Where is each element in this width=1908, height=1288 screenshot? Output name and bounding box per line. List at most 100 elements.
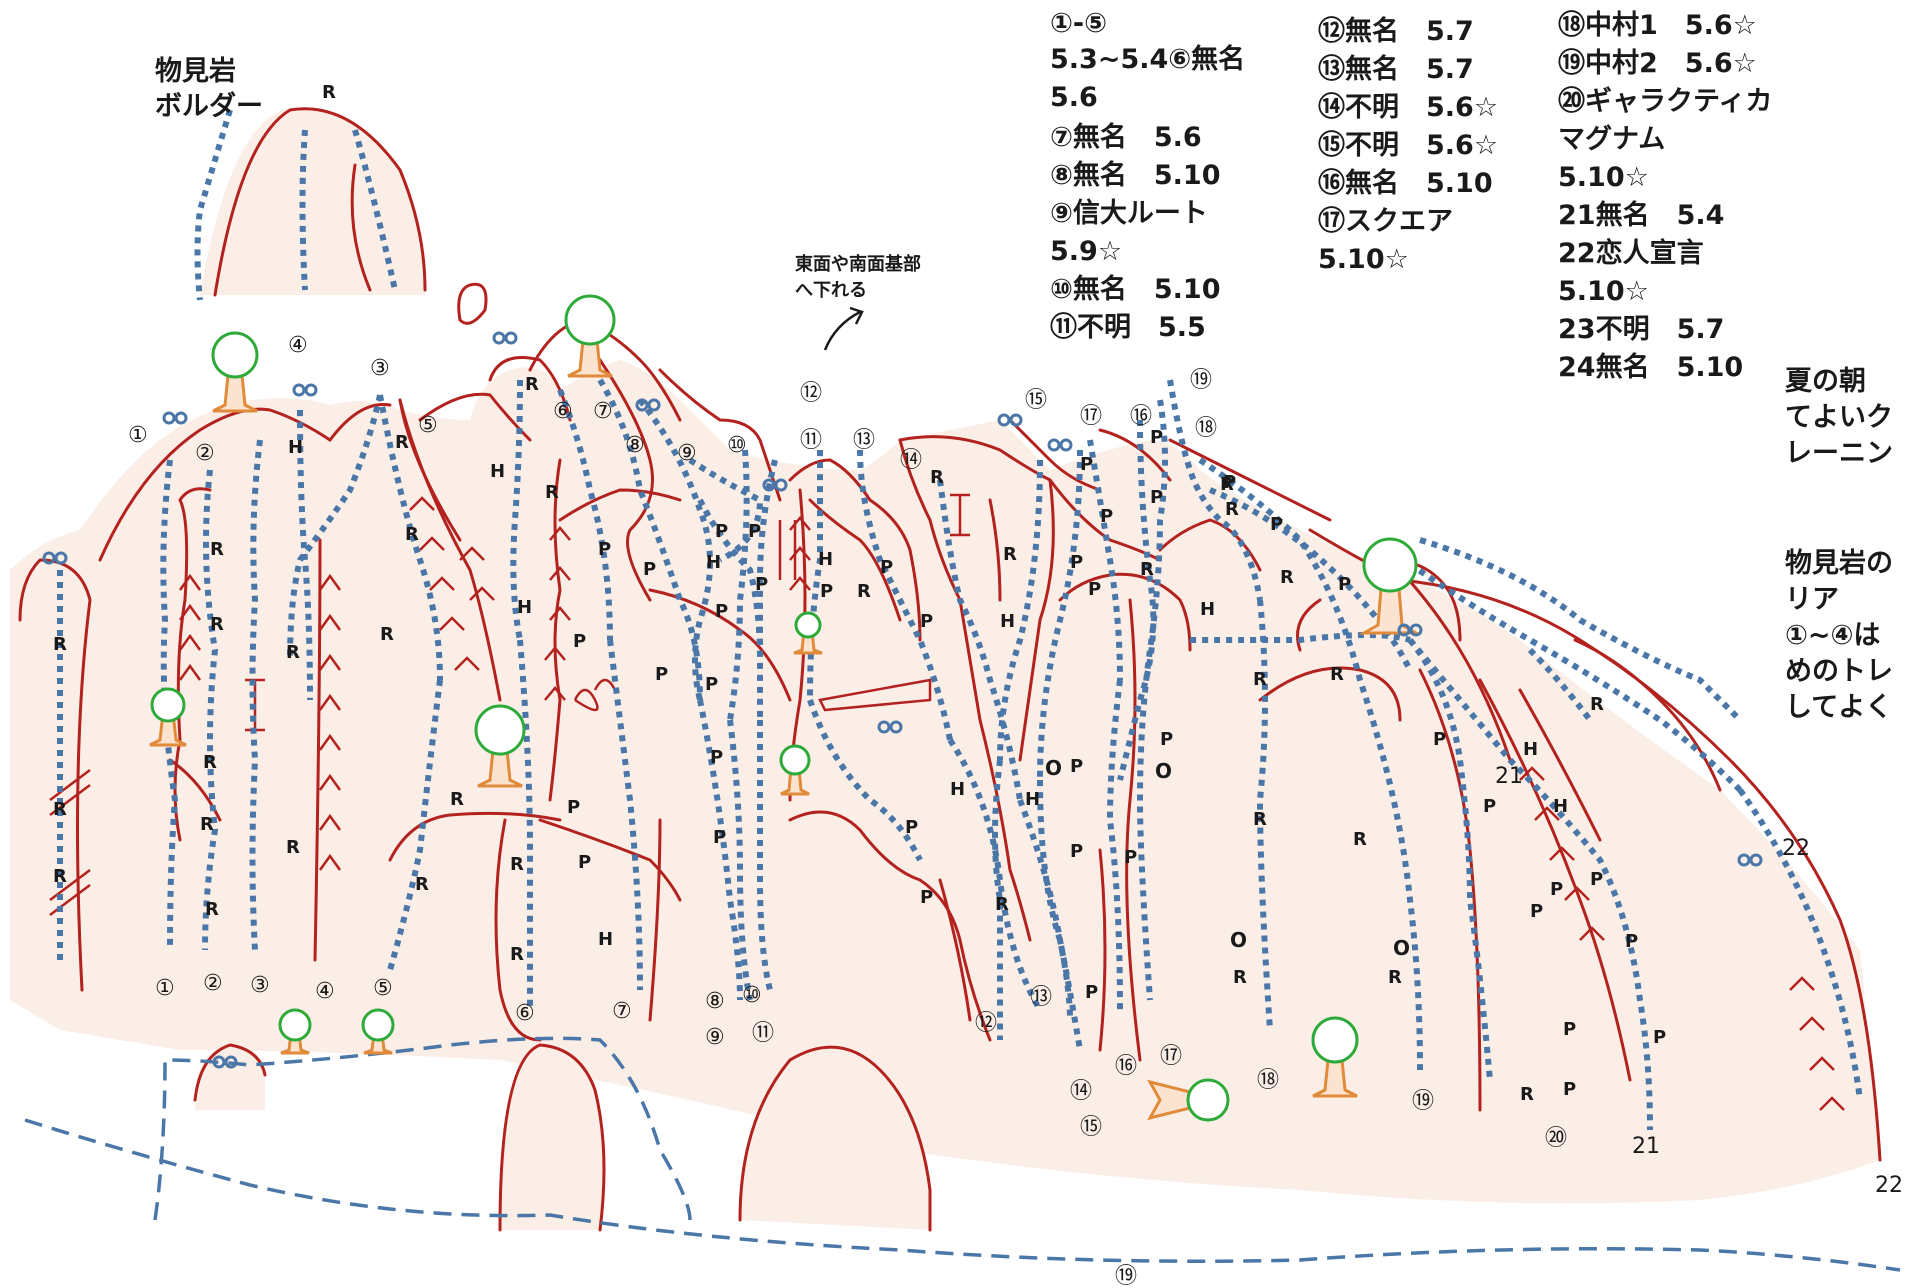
legend-line: ⑫無名 5.7 [1318, 15, 1474, 47]
route-number: ③ [370, 356, 390, 381]
legend-line: マグナム [1558, 123, 1665, 155]
anchor-icon [1047, 438, 1073, 452]
cracks [49, 493, 1845, 1111]
mark-h: H [1000, 611, 1015, 632]
legend-line: ⑦無名 5.6 [1050, 121, 1202, 153]
side-note-line: レーニン [1785, 438, 1893, 469]
legend-line: ①-⑤ [1050, 8, 1107, 39]
mark-p: P [1550, 879, 1563, 900]
route-number: 22 [1875, 1173, 1903, 1198]
boulder-fill [200, 107, 425, 295]
anchor-icon [635, 398, 661, 412]
mark-p: P [755, 574, 768, 595]
mark-p: P [820, 581, 833, 602]
mark-p: P [920, 611, 933, 632]
tree [1311, 1016, 1359, 1098]
legend-line: 5.9☆ [1050, 236, 1122, 267]
route-number: ⑤ [418, 413, 438, 438]
side-note-line: してよく [1785, 692, 1892, 723]
descent-note: 東面や南面基部 へ下れる [795, 253, 921, 351]
legend-line: ⑯無名 5.10 [1318, 167, 1493, 199]
side-note-line: めのトレ [1785, 656, 1893, 687]
tree [474, 704, 526, 788]
side-note-line: ①~④は [1785, 620, 1880, 651]
legend-line: 24無名 5.10 [1558, 351, 1743, 383]
side-note-line: 夏の朝 [1785, 366, 1866, 397]
route-number: ⑨ [677, 441, 697, 466]
mark-r: R [1388, 967, 1402, 988]
legend-col1: ①-⑤ 5.3~5.4⑥無名 5.6 ⑦無名 5.6 ⑧無名 5.10 ⑨信大ル… [1050, 8, 1245, 343]
mark-p: P [905, 817, 918, 838]
mark-p: P [573, 631, 586, 652]
side-note-line: リア [1785, 584, 1839, 615]
route-number: ⑤ [373, 976, 393, 1001]
mark-p: P [705, 674, 718, 695]
route-number: ⑧ [625, 433, 645, 458]
route-number: 22 [1782, 836, 1810, 861]
mark-p: P [1100, 506, 1113, 527]
mark-r: R [1225, 499, 1239, 520]
legend-line: ⑮不明 5.6☆ [1318, 129, 1498, 161]
mark-r: R [995, 894, 1009, 915]
mark-p: P [1483, 796, 1496, 817]
tree [278, 1008, 312, 1055]
legend-line: ⑲中村2 5.6☆ [1558, 47, 1757, 79]
mark-h: H [490, 461, 505, 482]
mark-r: R [510, 944, 524, 965]
boulder-mark: R [322, 82, 336, 103]
mark-o: O [1393, 936, 1410, 960]
mark-p: P [715, 521, 728, 542]
mark-p: P [578, 852, 591, 873]
legend-line: 21無名 5.4 [1558, 199, 1724, 231]
lower-boulder-right-fill [740, 1047, 930, 1230]
route-number: ⑲ [1412, 1089, 1434, 1114]
mark-h: H [598, 929, 613, 950]
mark-r: R [286, 837, 300, 858]
mark-p: P [920, 887, 933, 908]
legend-line: 5.6 [1050, 82, 1098, 113]
mark-r: R [286, 642, 300, 663]
main-wall-fill [10, 360, 1880, 1204]
legend-line: 22恋人宣言 [1558, 237, 1704, 269]
route-number: ⑭ [900, 448, 922, 473]
route-number: ⑯ [1115, 1054, 1137, 1079]
mark-p: P [1080, 454, 1093, 475]
mark-r: R [210, 614, 224, 635]
mark-p: P [1338, 574, 1351, 595]
route-number: 21 [1495, 764, 1523, 789]
mark-o: O [1045, 756, 1062, 780]
mark-r: R [857, 581, 871, 602]
anchor-icon [762, 478, 788, 492]
mark-h: H [517, 597, 532, 618]
anchors [42, 331, 1763, 1069]
route-number: ⑪ [800, 428, 822, 453]
legend-line: ⑨信大ルート [1050, 198, 1208, 229]
mark-r: R [210, 539, 224, 560]
mark-p: P [1160, 729, 1173, 750]
mark-p: P [1088, 579, 1101, 600]
mark-r: R [200, 814, 214, 835]
route-number: ② [195, 441, 215, 466]
tree [1358, 537, 1422, 635]
mark-p: P [643, 559, 656, 580]
route-number: ⑰ [1160, 1044, 1182, 1069]
route-number: ⑥ [553, 399, 573, 424]
mark-p: P [710, 747, 723, 768]
mark-h: H [706, 552, 721, 573]
side-note: 夏の朝 てよいク レーニン 物見岩の リア ①~④は めのトレ してよく [1785, 366, 1893, 723]
mark-p: P [1070, 552, 1083, 573]
legend-line: 23不明 5.7 [1558, 314, 1724, 345]
route-number: ⑥ [515, 1001, 535, 1026]
mark-r: R [1140, 559, 1154, 580]
route-numbers-top: ① ② ③ ④ ⑤ ⑥ ⑦ ⑧ ⑨ ⑩ ⑪ ⑫ ⑬ ⑭ ⑮ ⑯ ⑰ ⑲ ⑱ 21… [128, 333, 1810, 861]
route-number: ⑪ [752, 1021, 774, 1046]
mark-p: P [1563, 1079, 1576, 1100]
route-number: ⑬ [853, 428, 875, 453]
tree [211, 331, 259, 413]
mark-p: P [1150, 487, 1163, 508]
legend-line: 5.10☆ [1318, 244, 1409, 275]
anchor-icon [292, 383, 318, 397]
mark-r: R [405, 524, 419, 545]
mark-o: O [1230, 928, 1247, 952]
mark-r: R [1520, 1084, 1534, 1105]
